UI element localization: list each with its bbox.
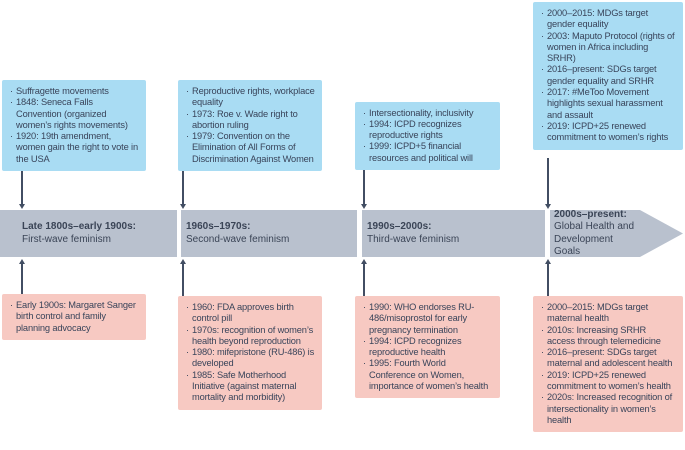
event-box-health-third-wave: 1990: WHO endorses RU-486/misoprostol fo… bbox=[355, 296, 500, 399]
arrow-down-icon bbox=[18, 160, 26, 209]
bullet-item: 2019: ICPD+25 renewed commitment to wome… bbox=[540, 370, 676, 393]
bullet-item: 1985: Safe Motherhood Initiative (agains… bbox=[185, 370, 315, 404]
bullet-list: 1960: FDA approves birth control pill197… bbox=[185, 302, 315, 404]
arrow-down-icon bbox=[360, 160, 368, 209]
arrow-down-icon bbox=[179, 160, 187, 209]
event-box-rights-third-wave: Intersectionality, inclusivity1994: ICPD… bbox=[355, 101, 500, 170]
segment-period: 1990s–2000s: bbox=[367, 221, 432, 232]
bullet-item: 2003: Maputo Protocol (rights of women i… bbox=[540, 31, 676, 65]
bullet-item: 1990: WHO endorses RU-486/misoprostol fo… bbox=[362, 302, 493, 336]
bullet-item: 1999: ICPD+5 financial resources and pol… bbox=[362, 141, 493, 164]
event-box-health-second-wave: 1960: FDA approves birth control pill197… bbox=[178, 296, 322, 410]
segment-label: Second-wave feminism bbox=[186, 233, 290, 245]
bullet-item: 2000–2015: MDGs target gender equality bbox=[540, 8, 676, 31]
bullet-item: 1995: Fourth World Conference on Women, … bbox=[362, 358, 493, 392]
event-box-rights-second-wave: Reproductive rights, workplace equality1… bbox=[178, 79, 322, 171]
bullet-item: 1980: mifepristone (RU-486) is developed bbox=[185, 347, 315, 370]
event-box-health-first-wave: Early 1900s: Margaret Sanger birth contr… bbox=[2, 294, 146, 340]
bullet-item: 1994: ICPD recognizes reproductive healt… bbox=[362, 336, 493, 359]
bullet-list: Intersectionality, inclusivity1994: ICPD… bbox=[362, 108, 493, 164]
bullet-list: 1990: WHO endorses RU-486/misoprostol fo… bbox=[362, 302, 493, 392]
bullet-list: Reproductive rights, workplace equality1… bbox=[185, 86, 315, 165]
segment-period: Late 1800s–early 1900s: bbox=[22, 221, 136, 232]
bullet-item: 1960: FDA approves birth control pill bbox=[185, 302, 315, 325]
bullet-item: 1920: 19th amendment, women gain the rig… bbox=[9, 131, 139, 165]
event-box-rights-first-wave: Suffragette movements1848: Seneca Falls … bbox=[2, 79, 146, 171]
bullet-item: Reproductive rights, workplace equality bbox=[185, 86, 315, 109]
bullet-item: 2010s: Increasing SRHR access through te… bbox=[540, 325, 676, 348]
bullet-item: 2020s: Increased recognition of intersec… bbox=[540, 392, 676, 426]
bullet-item: Early 1900s: Margaret Sanger birth contr… bbox=[9, 300, 139, 334]
timeline-segment-third-wave: 1990s–2000s: Third-wave feminism bbox=[362, 210, 545, 257]
bullet-list: 2000–2015: MDGs target gender equality20… bbox=[540, 8, 676, 144]
arrow-up-icon bbox=[360, 259, 368, 304]
arrow-up-icon bbox=[179, 259, 187, 304]
segment-period: 2000s–present: bbox=[554, 208, 627, 220]
arrow-up-icon bbox=[18, 259, 26, 304]
bullet-item: 2017: #MeToo Movement highlights sexual … bbox=[540, 87, 676, 121]
arrow-down-icon bbox=[544, 158, 552, 209]
bullet-item: 1970s: recognition of women’s health bey… bbox=[185, 325, 315, 348]
segment-label: Global Health and Development Goals bbox=[554, 221, 635, 257]
bullet-list: Early 1900s: Margaret Sanger birth contr… bbox=[9, 300, 139, 334]
bullet-list: Suffragette movements1848: Seneca Falls … bbox=[9, 86, 139, 165]
bullet-item: 1973: Roe v. Wade right to abortion ruli… bbox=[185, 109, 315, 132]
bullet-item: 2016–present: SDGs target maternal and a… bbox=[540, 347, 676, 370]
bullet-item: 2019: ICPD+25 renewed commitment to wome… bbox=[540, 121, 676, 144]
segment-label: First-wave feminism bbox=[22, 233, 111, 245]
bullet-item: 1994: ICPD recognizes reproductive right… bbox=[362, 119, 493, 142]
event-box-health-present: 2000–2015: MDGs target maternal health20… bbox=[533, 296, 683, 433]
bullet-list: 2000–2015: MDGs target maternal health20… bbox=[540, 302, 676, 426]
arrow-up-icon bbox=[544, 259, 552, 304]
bullet-item: Intersectionality, inclusivity bbox=[362, 108, 493, 120]
bullet-item: Suffragette movements bbox=[9, 86, 139, 98]
segment-period: 1960s–1970s: bbox=[186, 221, 251, 232]
event-box-rights-present: 2000–2015: MDGs target gender equality20… bbox=[533, 2, 683, 150]
bullet-item: 2016–present: SDGs target gender equalit… bbox=[540, 64, 676, 87]
timeline-segment-first-wave: Late 1800s–early 1900s: First-wave femin… bbox=[0, 210, 177, 257]
segment-label: Third-wave feminism bbox=[367, 233, 460, 245]
bullet-item: 1979: Convention on the Elimination of A… bbox=[185, 131, 315, 165]
timeline-segment-present: 2000s–present: Global Health and Develop… bbox=[550, 210, 683, 257]
bullet-item: 2000–2015: MDGs target maternal health bbox=[540, 302, 676, 325]
timeline-segment-second-wave: 1960s–1970s: Second-wave feminism bbox=[181, 210, 357, 257]
bullet-item: 1848: Seneca Falls Convention (organized… bbox=[9, 97, 139, 131]
